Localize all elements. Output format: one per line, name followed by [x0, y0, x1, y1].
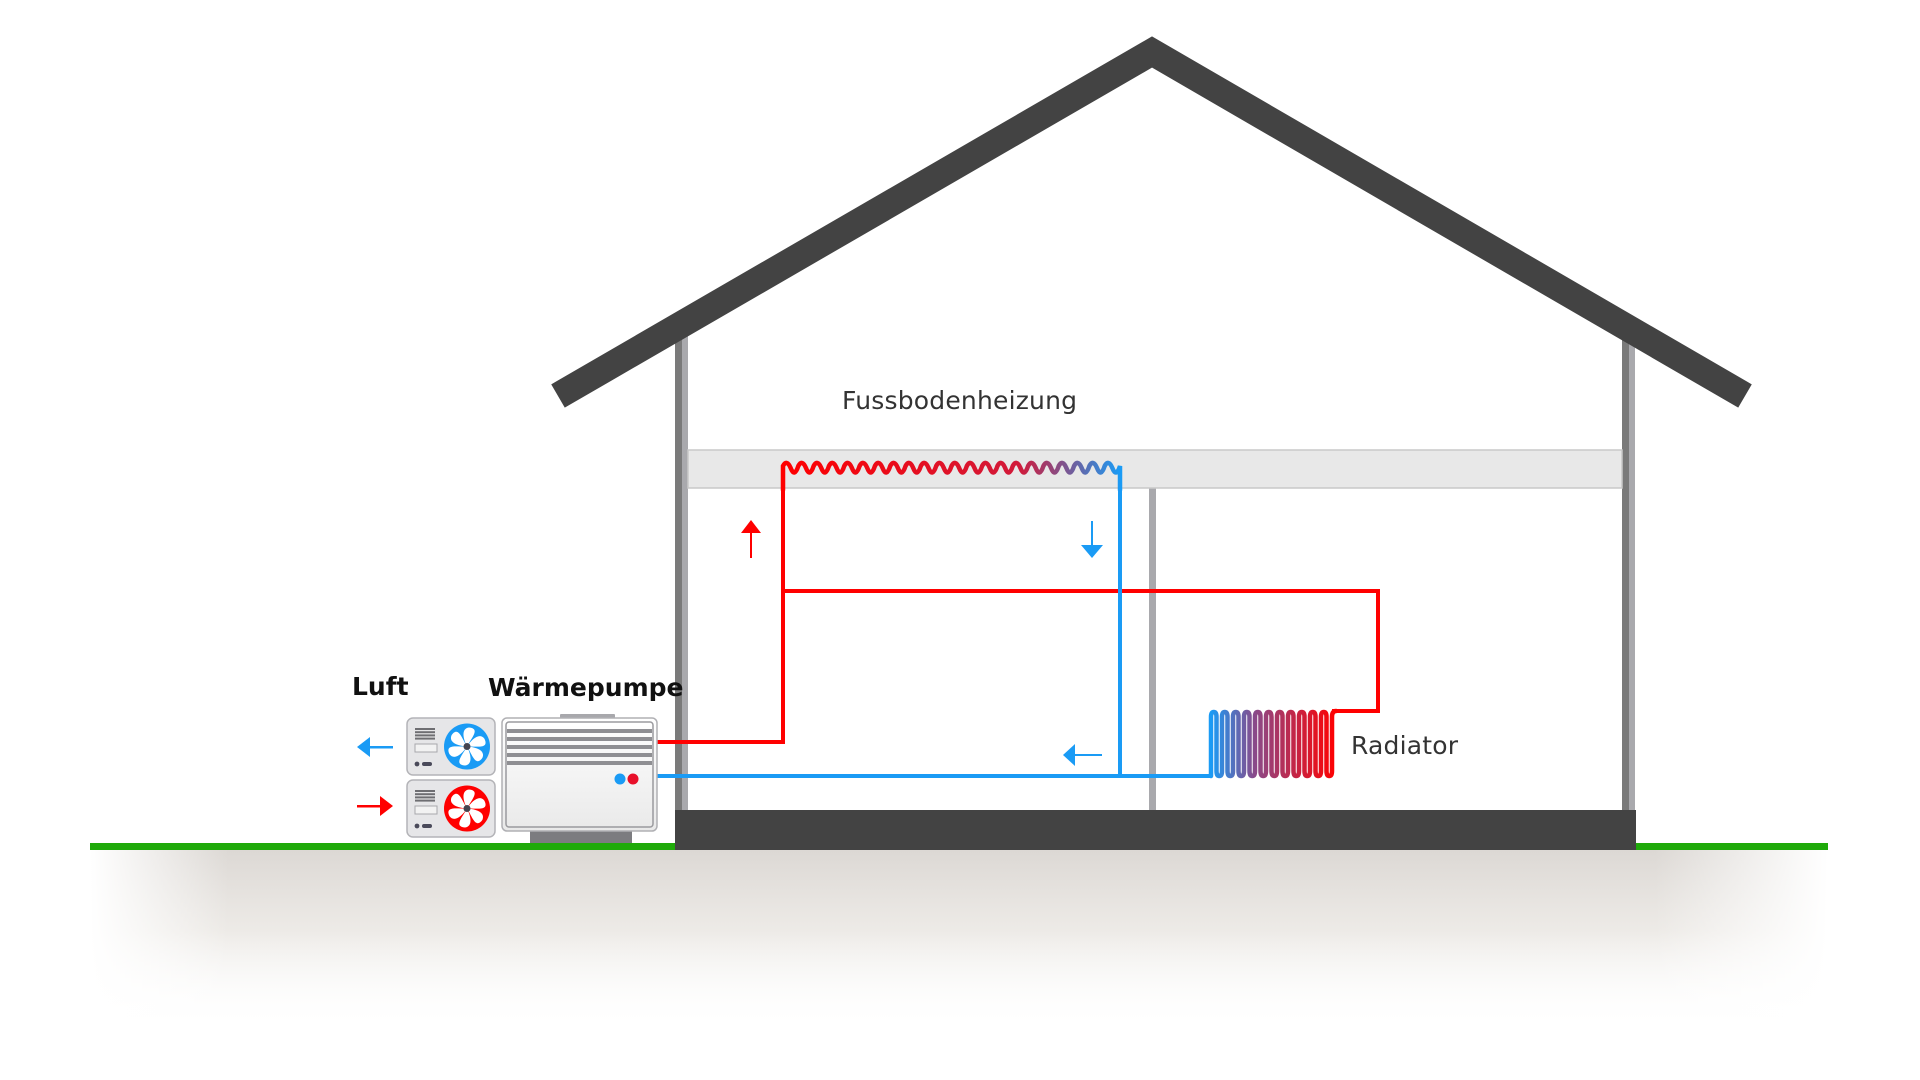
- heat-pump-unit: [501, 714, 658, 843]
- outdoor-fan-hot: [406, 779, 496, 838]
- flow-arrow-down-icon: [1081, 521, 1103, 558]
- air-out-arrow-icon: [357, 737, 393, 757]
- exterior-wall-right: [1622, 335, 1635, 812]
- hot-pipe-main: [657, 466, 785, 744]
- outdoor-fan-cold: [406, 717, 496, 776]
- label-radiator: Radiator: [1351, 731, 1459, 760]
- outdoor-fan-units: [406, 717, 496, 838]
- roof: [551, 36, 1752, 408]
- cold-return-pipes: [657, 466, 1211, 778]
- air-in-arrow-icon: [357, 796, 393, 816]
- radiator-coil: [1208, 708, 1339, 779]
- hot-indicator-icon: [627, 773, 639, 785]
- flow-arrow-left-icon: [1063, 744, 1102, 766]
- foundation-slab: [675, 810, 1636, 850]
- interior-wall: [1149, 488, 1156, 810]
- floor-heating-coil: [780, 460, 1123, 493]
- hot-supply-pipes: [657, 466, 1380, 744]
- exterior-wall-left: [675, 335, 688, 812]
- label-air: Luft: [352, 672, 409, 701]
- fan-icon: [444, 723, 490, 770]
- fan-icon: [444, 785, 490, 832]
- cold-indicator-icon: [614, 773, 626, 785]
- hot-pipe-radiator-branch: [783, 589, 1380, 713]
- heat-pump-grille: [507, 729, 652, 765]
- flow-arrow-up-icon: [741, 520, 761, 558]
- ground-shadow: [90, 850, 1828, 1030]
- label-heat-pump: Wärmepumpe: [488, 673, 684, 702]
- label-floor-heating: Fussbodenheizung: [842, 386, 1078, 415]
